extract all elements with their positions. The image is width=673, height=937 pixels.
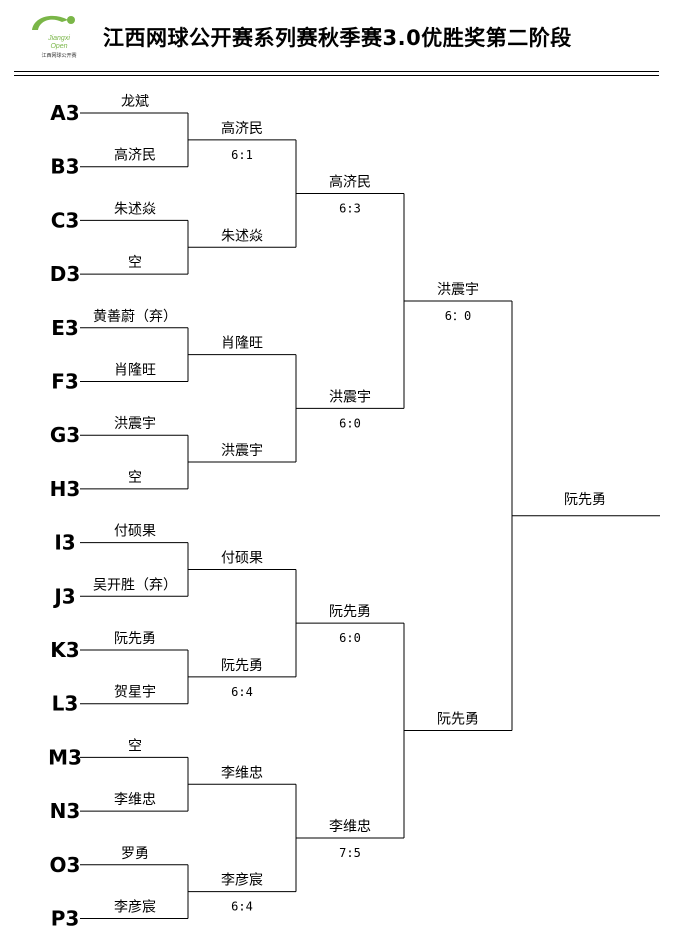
player-name: 空	[128, 738, 142, 754]
player-name: 龙斌	[121, 94, 149, 110]
winner-name: 高济民	[329, 174, 371, 191]
logo-caption: 江西网球公开赛	[41, 52, 76, 59]
seed-label: L3	[52, 692, 79, 716]
match-score: 6:1	[231, 148, 253, 162]
match-score: 7:5	[339, 846, 361, 860]
winner-name: 李彦宸	[221, 872, 263, 889]
winner-name: 付硕果	[221, 550, 263, 566]
seed-label: E3	[51, 316, 79, 340]
player-name: 洪震宇	[114, 416, 156, 432]
seed-label: D3	[50, 262, 81, 286]
seed-label: I3	[54, 531, 75, 555]
page-title: 江西网球公开赛系列赛秋季赛3.0优胜奖第二阶段	[103, 26, 572, 50]
winner-name: 朱述焱	[221, 228, 263, 244]
seed-label: C3	[51, 208, 80, 232]
seed-label: P3	[51, 907, 80, 931]
winner-name: 洪震宇	[329, 389, 371, 405]
champion-name: 阮先勇	[564, 492, 606, 508]
header-rule-top	[14, 71, 659, 72]
header: Jiangxi Open 江西网球公开赛 江西网球公开赛系列赛秋季赛3.0优胜奖…	[0, 0, 673, 80]
seed-label: K3	[50, 638, 79, 662]
winner-name: 李维忠	[329, 819, 371, 835]
player-name: 贺星宇	[114, 685, 156, 701]
match-score: 6：0	[445, 309, 471, 323]
match-score: 6:4	[231, 900, 253, 914]
winner-name: 洪震宇	[221, 443, 263, 459]
player-name: 高济民	[114, 147, 156, 164]
player-name: 空	[128, 470, 142, 486]
winner-name: 李维忠	[221, 765, 263, 781]
seed-label: J3	[52, 584, 75, 608]
player-name: 朱述焱	[114, 201, 156, 217]
seed-label: H3	[50, 477, 81, 501]
seed-label: M3	[48, 745, 82, 769]
seed-label: N3	[50, 799, 81, 823]
logo-text-open: Open	[50, 43, 67, 50]
winner-name: 阮先勇	[221, 658, 263, 674]
player-name: 付硕果	[114, 524, 156, 540]
seed-label: O3	[50, 853, 81, 877]
player-name: 黄善蔚（弃）	[93, 308, 177, 325]
player-name: 空	[128, 255, 142, 271]
seed-label: F3	[51, 370, 79, 394]
logo-text-jiangxi: Jiangxi	[47, 35, 70, 42]
logo-swoosh	[32, 15, 68, 30]
match-score: 6:0	[339, 631, 361, 645]
player-name: 肖隆旺	[114, 363, 156, 379]
winner-name: 阮先勇	[329, 604, 371, 620]
match-score: 6:3	[339, 202, 361, 216]
seed-label: A3	[50, 101, 79, 125]
player-name: 罗勇	[121, 846, 149, 862]
header-rule-bottom	[14, 75, 659, 76]
match-score: 6:4	[231, 685, 253, 699]
logo-ball	[67, 16, 75, 24]
winner-name: 肖隆旺	[221, 336, 263, 352]
winner-name: 阮先勇	[437, 712, 479, 728]
seed-label: G3	[50, 423, 80, 447]
seed-label: B3	[50, 155, 79, 179]
player-name: 阮先勇	[114, 631, 156, 647]
winner-name: 洪震宇	[437, 282, 479, 298]
jiangxi-open-logo: Jiangxi Open 江西网球公开赛	[32, 15, 77, 59]
player-name: 李维忠	[114, 792, 156, 808]
match-score: 6:0	[339, 416, 361, 430]
player-name: 吴开胜（弃）	[93, 577, 177, 593]
player-name: 李彦宸	[114, 899, 156, 916]
winner-name: 高济民	[221, 120, 263, 137]
